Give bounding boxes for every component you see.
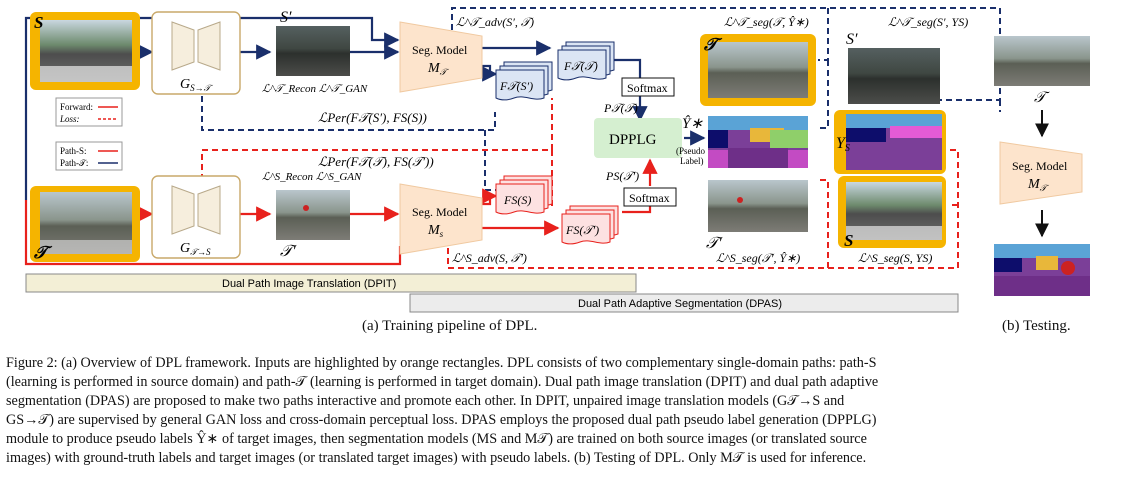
s-prime-image — [276, 26, 350, 76]
test-seg-model — [999, 141, 1083, 205]
seg-model-t-label: Seg. Model — [412, 43, 468, 57]
caption-line-5: module to produce pseudo labels Ŷ∗ of ta… — [6, 431, 867, 447]
seg-model-s-m: Ms — [427, 223, 444, 239]
fwd-top-to-mt — [138, 16, 400, 48]
seg-t-pseudo-loss-line — [818, 8, 829, 61]
caption-line-6: images) with ground-truth labels and tar… — [6, 450, 867, 466]
dpit-bar — [25, 273, 637, 293]
t-prime-image — [276, 190, 350, 240]
caption-line-3: segmentation (DPAS) are proposed to make… — [6, 393, 845, 409]
loss-seg-s-src: ℒ^S_seg(S, YS) — [858, 251, 932, 265]
legend-box-2 — [55, 141, 123, 171]
test-m-label: M𝒯 — [1027, 177, 1050, 193]
dpit-bar-label: Dual Path Image Translation (DPIT) — [222, 278, 396, 290]
dpplg-label: DPPLG — [609, 132, 657, 148]
softmax-top — [621, 77, 675, 97]
ys-label-image — [846, 114, 942, 170]
per-loss-line-2 — [201, 98, 553, 180]
feature-ft-s-prime: F𝒯(S′) — [495, 61, 553, 101]
loss-recon-gan-t: ℒ^𝒯_Recon ℒ^𝒯_GAN — [262, 83, 368, 95]
test-input-image — [994, 36, 1090, 86]
g-s-to-t-decoder — [197, 21, 221, 71]
prob-t-label: P𝒯(𝒯) — [603, 101, 638, 115]
g-t-to-s-decoder — [197, 185, 221, 235]
seg-t-pseudo-loss-line-2 — [818, 60, 829, 129]
g-t-to-s-box — [151, 175, 241, 259]
per-loss-line-1 — [201, 96, 496, 131]
per-loss-line-1b — [484, 130, 498, 191]
feature-ft-t: F𝒯(𝒯) — [557, 41, 615, 81]
legend-path-t: Path-𝒯: — [60, 158, 88, 168]
seg-s-loss-frame-2 — [818, 179, 829, 268]
loss-per-2: ℒPer(F𝒯(𝒯), FS(𝒯′)) — [318, 154, 434, 169]
softmax-bottom-label: Softmax — [629, 191, 670, 205]
caption-line-2: (learning is performed in source domain)… — [6, 374, 879, 390]
test-seg-label: Seg. Model — [1012, 159, 1068, 173]
fwd-mt-to-fts — [482, 64, 498, 82]
loss-seg-t-src: ℒ^𝒯_seg(S′, YS) — [888, 15, 968, 29]
seg-model-t — [399, 21, 483, 93]
t-prime-right-image — [708, 180, 808, 232]
s-prime-label: S′ — [280, 9, 292, 26]
t-prime-right-label: 𝒯′ — [706, 235, 723, 252]
loss-recon-gan-s: ℒ^S_Recon ℒ^S_GAN — [262, 171, 362, 183]
loss-per-1: ℒPer(F𝒯(S′), FS(S)) — [318, 110, 427, 125]
softmax-top-label: Softmax — [627, 81, 668, 95]
g-t-to-s-label: G𝒯→S — [180, 241, 211, 257]
adv-t-loss-line — [451, 7, 1000, 30]
svg-text:FS(𝒯′): FS(𝒯′) — [565, 223, 599, 237]
legend-path-s: Path-S: — [60, 146, 87, 156]
test-output-image — [994, 244, 1090, 296]
s-label: S — [34, 13, 43, 32]
loss-seg-t-pseudo: ℒ^𝒯_seg(𝒯, Ŷ∗) — [724, 15, 809, 29]
subcaption-b: (b) Testing. — [1002, 318, 1071, 334]
dpas-bar — [409, 293, 959, 313]
y-hat-star: Ŷ∗ — [682, 115, 703, 132]
seg-model-s — [399, 183, 483, 255]
dpas-bar-label: Dual Path Adaptive Segmentation (DPAS) — [578, 298, 782, 310]
loss-adv-t: ℒ^𝒯_adv(S′, 𝒯) — [456, 15, 534, 29]
legend-loss: Loss: — [59, 114, 80, 124]
pseudo-label-text-1: (Pseudo — [676, 146, 705, 156]
dpl-framework-diagram: GS→𝒯 G𝒯→S Seg. Model M𝒯 Seg. Model Ms F𝒯… — [24, 7, 1090, 313]
g-s-to-t-label: GS→𝒯 — [180, 77, 214, 93]
pseudo-label-text-2: Label) — [680, 156, 703, 166]
softmax-bottom — [623, 187, 677, 207]
feature-fs-t-prime: FS(𝒯′) — [561, 205, 619, 245]
caption-line-1: Figure 2: (a) Overview of DPL framework.… — [6, 355, 877, 371]
fwd-ftt-to-softmax — [614, 58, 642, 78]
g-s-to-t-encoder — [171, 21, 195, 71]
fwd-s-in — [24, 200, 402, 266]
loss-seg-s-pseudo: ℒ^S_seg(𝒯′, Ŷ∗) — [716, 251, 800, 265]
t-prime-label: 𝒯′ — [280, 243, 297, 260]
seg-s-loss-frame — [447, 149, 959, 269]
svg-text:FS(S): FS(S) — [503, 193, 531, 207]
g-s-to-t-box — [151, 11, 241, 95]
pseudo-label-image — [708, 116, 808, 168]
subcaption-a: (a) Training pipeline of DPL. — [362, 318, 538, 334]
legend-box-1 — [55, 97, 123, 127]
dpplg-box — [594, 118, 682, 158]
s-prime-right-label: S′ — [846, 31, 858, 48]
ys-label: YS — [836, 135, 850, 154]
svg-text:F𝒯(S′): F𝒯(S′) — [499, 79, 533, 93]
t-right-image — [708, 42, 808, 98]
legend-forward: Forward: — [60, 102, 93, 112]
feature-fs-s: FS(S) — [495, 175, 553, 215]
seg-model-s-label: Seg. Model — [412, 205, 468, 219]
s-bottom-label: S — [844, 231, 853, 250]
test-t-label: 𝒯 — [1034, 90, 1050, 106]
prob-s-label: PS(𝒯′) — [605, 169, 639, 183]
loss-adv-s: ℒ^S_adv(S, 𝒯′) — [452, 251, 527, 265]
seg-model-t-m: M𝒯 — [427, 61, 450, 77]
g-t-to-s-encoder — [171, 185, 195, 235]
fwd-ms-to-fss — [482, 188, 498, 206]
s-prime-right-image — [848, 48, 940, 104]
caption-line-4: GS→𝒯) are supervised by general GAN loss… — [6, 412, 877, 428]
svg-text:F𝒯(𝒯): F𝒯(𝒯) — [563, 59, 598, 73]
